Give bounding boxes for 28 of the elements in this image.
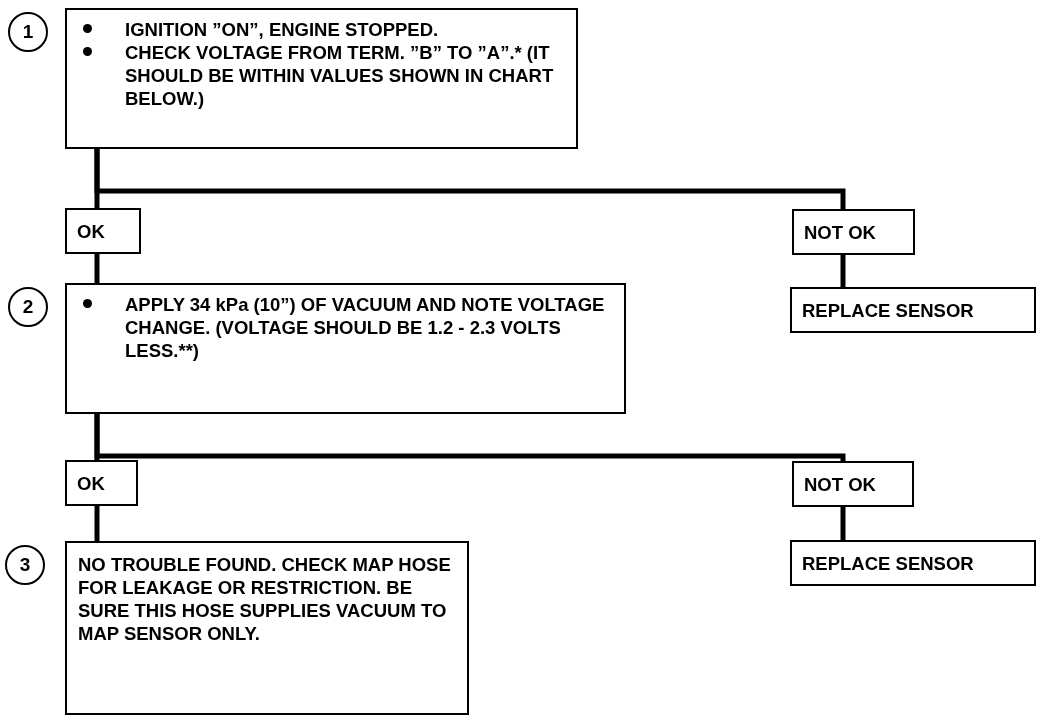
step-number-circle: 1 [8, 12, 48, 52]
outcome-box [792, 461, 914, 507]
step-number-circle: 2 [8, 287, 48, 327]
step-text: APPLY 34 kPa (10”) OF VACUUM AND NOTE VOLTAGE CHANGE. (VOLTAGE SHOULD BE 1.2 - 2.3 VOLTS LESS.**) [125, 293, 606, 363]
box-text: OK [77, 220, 106, 244]
step-box [65, 283, 626, 414]
box-text: OK [77, 472, 106, 496]
outcome-box [790, 540, 1036, 586]
connector-line [94, 506, 100, 541]
box-text: NOT OK [804, 221, 877, 245]
step-box [65, 8, 578, 149]
step-text: CHECK VOLTAGE FROM TERM. ”B” TO ”A”.* (IT SHOULD BE WITHIN VALUES SHOWN IN CHART BELOW.) [125, 41, 555, 111]
box-text: NOT OK [804, 473, 877, 497]
box-text: REPLACE SENSOR [802, 299, 975, 323]
outcome-box [792, 209, 915, 255]
connector-line [840, 507, 846, 540]
connector-line [94, 414, 846, 463]
outcome-box [65, 460, 138, 506]
box-text: NO TROUBLE FOUND. CHECK MAP HOSE FOR LEAKAGE OR RESTRICTION. BE SURE THIS HOSE SUPPLIES VACUUM TO MAP SENSOR ONLY. [78, 553, 452, 646]
box-text: REPLACE SENSOR [802, 552, 975, 576]
outcome-box [790, 287, 1036, 333]
connector-line [840, 255, 846, 287]
step-text: IGNITION ”ON”, ENGINE STOPPED. [125, 18, 439, 42]
connector-line [94, 254, 100, 283]
step-number-circle: 3 [5, 545, 45, 585]
outcome-box [65, 208, 141, 254]
connector-line [94, 149, 846, 209]
result-box [65, 541, 469, 715]
